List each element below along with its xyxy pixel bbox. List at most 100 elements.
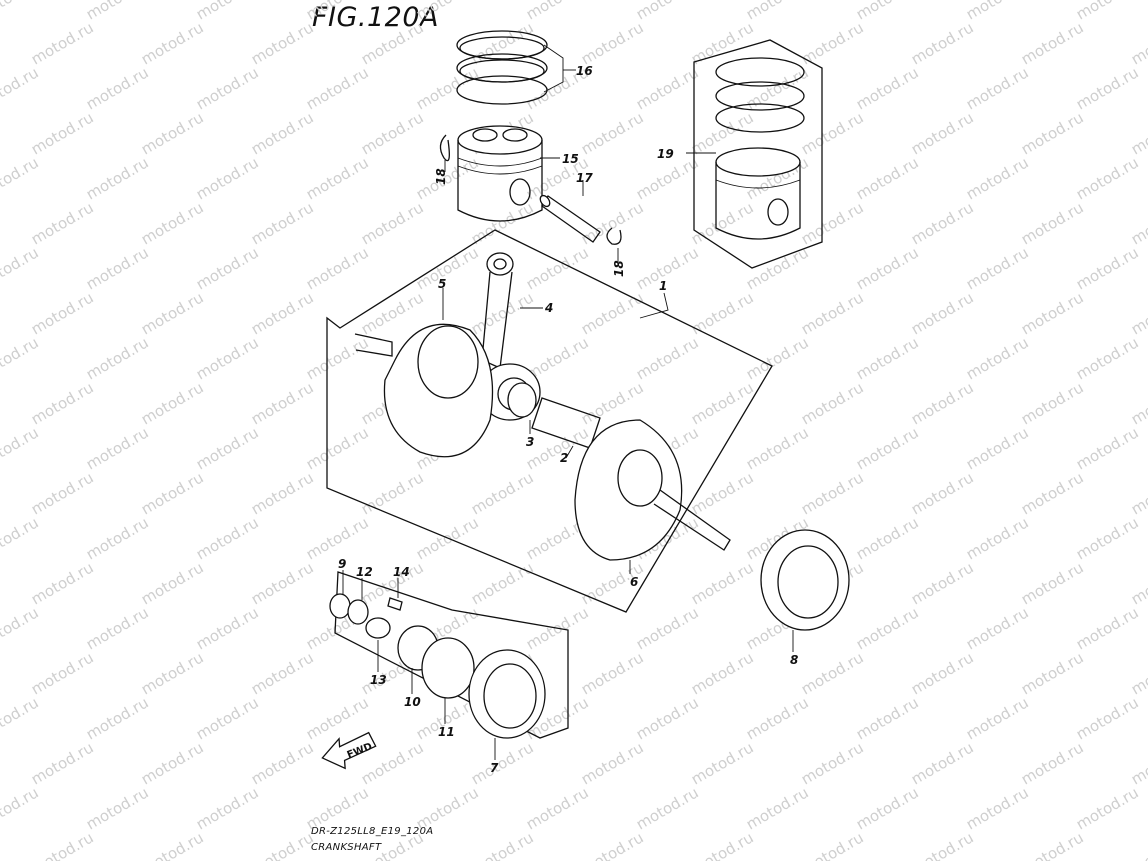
watermark-text: motod.ru bbox=[908, 468, 977, 518]
watermark-text: motod.ru bbox=[138, 648, 207, 698]
watermark-text: motod.ru bbox=[413, 63, 482, 113]
watermark-text: motod.ru bbox=[193, 153, 262, 203]
watermark-text: motod.ru bbox=[963, 153, 1032, 203]
watermark-text: motod.ru bbox=[798, 468, 867, 518]
callout-14: 14 bbox=[393, 565, 410, 579]
watermark-text: motod.ru bbox=[413, 243, 482, 293]
watermark-text: motod.ru bbox=[193, 783, 262, 833]
watermark-text: motod.ru bbox=[963, 423, 1032, 473]
watermark-text: motod.ru bbox=[798, 828, 867, 861]
callout-layer: 16 15 18 17 18 19 1 5 4 3 2 6 8 9 12 14 … bbox=[338, 64, 798, 775]
watermark-text: motod.ru bbox=[578, 288, 647, 338]
watermark-text: motod.ru bbox=[1018, 738, 1087, 788]
watermark-text: motod.ru bbox=[578, 738, 647, 788]
leader-lines bbox=[342, 44, 794, 760]
main-bearing-right bbox=[760, 529, 850, 631]
callout-12: 12 bbox=[356, 565, 373, 579]
watermark-text: motod.ru bbox=[138, 378, 207, 428]
watermark-text: motod.ru bbox=[798, 108, 867, 158]
watermark-text: motod.ru bbox=[963, 693, 1032, 743]
watermark-text: motod.ru bbox=[248, 738, 317, 788]
callout-18b: 18 bbox=[612, 260, 626, 277]
watermark-text: motod.ru bbox=[413, 0, 482, 23]
watermark-text: motod.ru bbox=[578, 828, 647, 861]
watermark-text: motod.ru bbox=[853, 693, 922, 743]
watermark-text: motod.ru bbox=[908, 738, 977, 788]
watermark-text: motod.ru bbox=[853, 513, 922, 563]
watermark-text: motod.ru bbox=[1018, 378, 1087, 428]
watermark-text: motod.ru bbox=[963, 783, 1032, 833]
watermark-text: motod.ru bbox=[853, 0, 922, 23]
watermark-text: motod.ru bbox=[193, 513, 262, 563]
watermark-text: motod.ru bbox=[28, 828, 97, 861]
watermark-text: motod.ru bbox=[28, 738, 97, 788]
watermark-text: motod.ru bbox=[83, 513, 152, 563]
watermark-text: motod.ru bbox=[0, 693, 42, 743]
watermark-text: motod.ru bbox=[853, 603, 922, 653]
watermark-text: motod.ru bbox=[303, 423, 372, 473]
watermark-text: motod.ru bbox=[908, 558, 977, 608]
watermark-text: motod.ru bbox=[963, 0, 1032, 23]
watermark-text: motod.ru bbox=[138, 108, 207, 158]
watermark-text: motod.ru bbox=[28, 108, 97, 158]
watermark-text: motod.ru bbox=[468, 738, 537, 788]
watermark-text: motod.ru bbox=[1073, 0, 1142, 23]
watermark-text: motod.ru bbox=[1018, 108, 1087, 158]
watermark-text: motod.ru bbox=[633, 783, 702, 833]
watermark-text: motod.ru bbox=[1128, 648, 1148, 698]
watermark-text: motod.ru bbox=[358, 198, 427, 248]
watermark-text: motod.ru bbox=[0, 0, 42, 23]
callout-15: 15 bbox=[562, 152, 579, 166]
watermark-text: motod.ru bbox=[248, 288, 317, 338]
watermark-text: motod.ru bbox=[1073, 783, 1142, 833]
watermark-text: motod.ru bbox=[1073, 63, 1142, 113]
watermark-text: motod.ru bbox=[1073, 423, 1142, 473]
watermark-text: motod.ru bbox=[138, 18, 207, 68]
watermark-text: motod.ru bbox=[248, 558, 317, 608]
watermark-text: motod.ru bbox=[28, 378, 97, 428]
watermark-text: motod.ru bbox=[688, 378, 757, 428]
piston-set bbox=[715, 57, 805, 240]
watermark-text: motod.ru bbox=[963, 333, 1032, 383]
watermark-text: motod.ru bbox=[0, 513, 42, 563]
circlip-upper bbox=[439, 134, 450, 162]
watermark-text: motod.ru bbox=[853, 333, 922, 383]
watermark-text: motod.ru bbox=[138, 288, 207, 338]
watermark-text: motod.ru bbox=[908, 828, 977, 861]
crankshaft-assembly-outline bbox=[326, 229, 773, 613]
watermark-text: motod.ru bbox=[798, 378, 867, 428]
watermark-text: motod.ru bbox=[248, 378, 317, 428]
callout-1: 1 bbox=[659, 279, 667, 293]
watermark-text: motod.ru bbox=[853, 63, 922, 113]
callout-13: 13 bbox=[370, 673, 387, 687]
watermark-text: motod.ru bbox=[1128, 108, 1148, 158]
watermark-text: motod.ru bbox=[1073, 603, 1142, 653]
watermark-text: motod.ru bbox=[743, 243, 812, 293]
watermark-text: motod.ru bbox=[1128, 378, 1148, 428]
watermark-text: motod.ru bbox=[248, 18, 317, 68]
watermark-text: motod.ru bbox=[0, 333, 42, 383]
watermark-text: motod.ru bbox=[468, 468, 537, 518]
watermark-text: motod.ru bbox=[688, 738, 757, 788]
callout-6: 6 bbox=[630, 575, 638, 589]
watermark-text: motod.ru bbox=[743, 693, 812, 743]
watermark-text: motod.ru bbox=[28, 468, 97, 518]
watermark-text: motod.ru bbox=[798, 738, 867, 788]
gear-group-outline bbox=[334, 571, 569, 739]
watermark-text: motod.ru bbox=[798, 648, 867, 698]
watermark-text: motod.ru bbox=[908, 288, 977, 338]
watermark-text: motod.ru bbox=[908, 378, 977, 428]
watermark-text: motod.ru bbox=[688, 198, 757, 248]
callout-16: 16 bbox=[576, 64, 593, 78]
watermark-text: motod.ru bbox=[193, 0, 262, 23]
watermark-text: motod.ru bbox=[523, 0, 592, 23]
watermark-text: motod.ru bbox=[468, 288, 537, 338]
watermark-text: motod.ru bbox=[303, 63, 372, 113]
callout-2: 2 bbox=[560, 451, 568, 465]
watermark-text: motod.ru bbox=[358, 18, 427, 68]
crank-web-right bbox=[574, 419, 731, 561]
watermark-text: motod.ru bbox=[193, 423, 262, 473]
watermark-text: motod.ru bbox=[138, 558, 207, 608]
watermark-text: motod.ru bbox=[358, 288, 427, 338]
